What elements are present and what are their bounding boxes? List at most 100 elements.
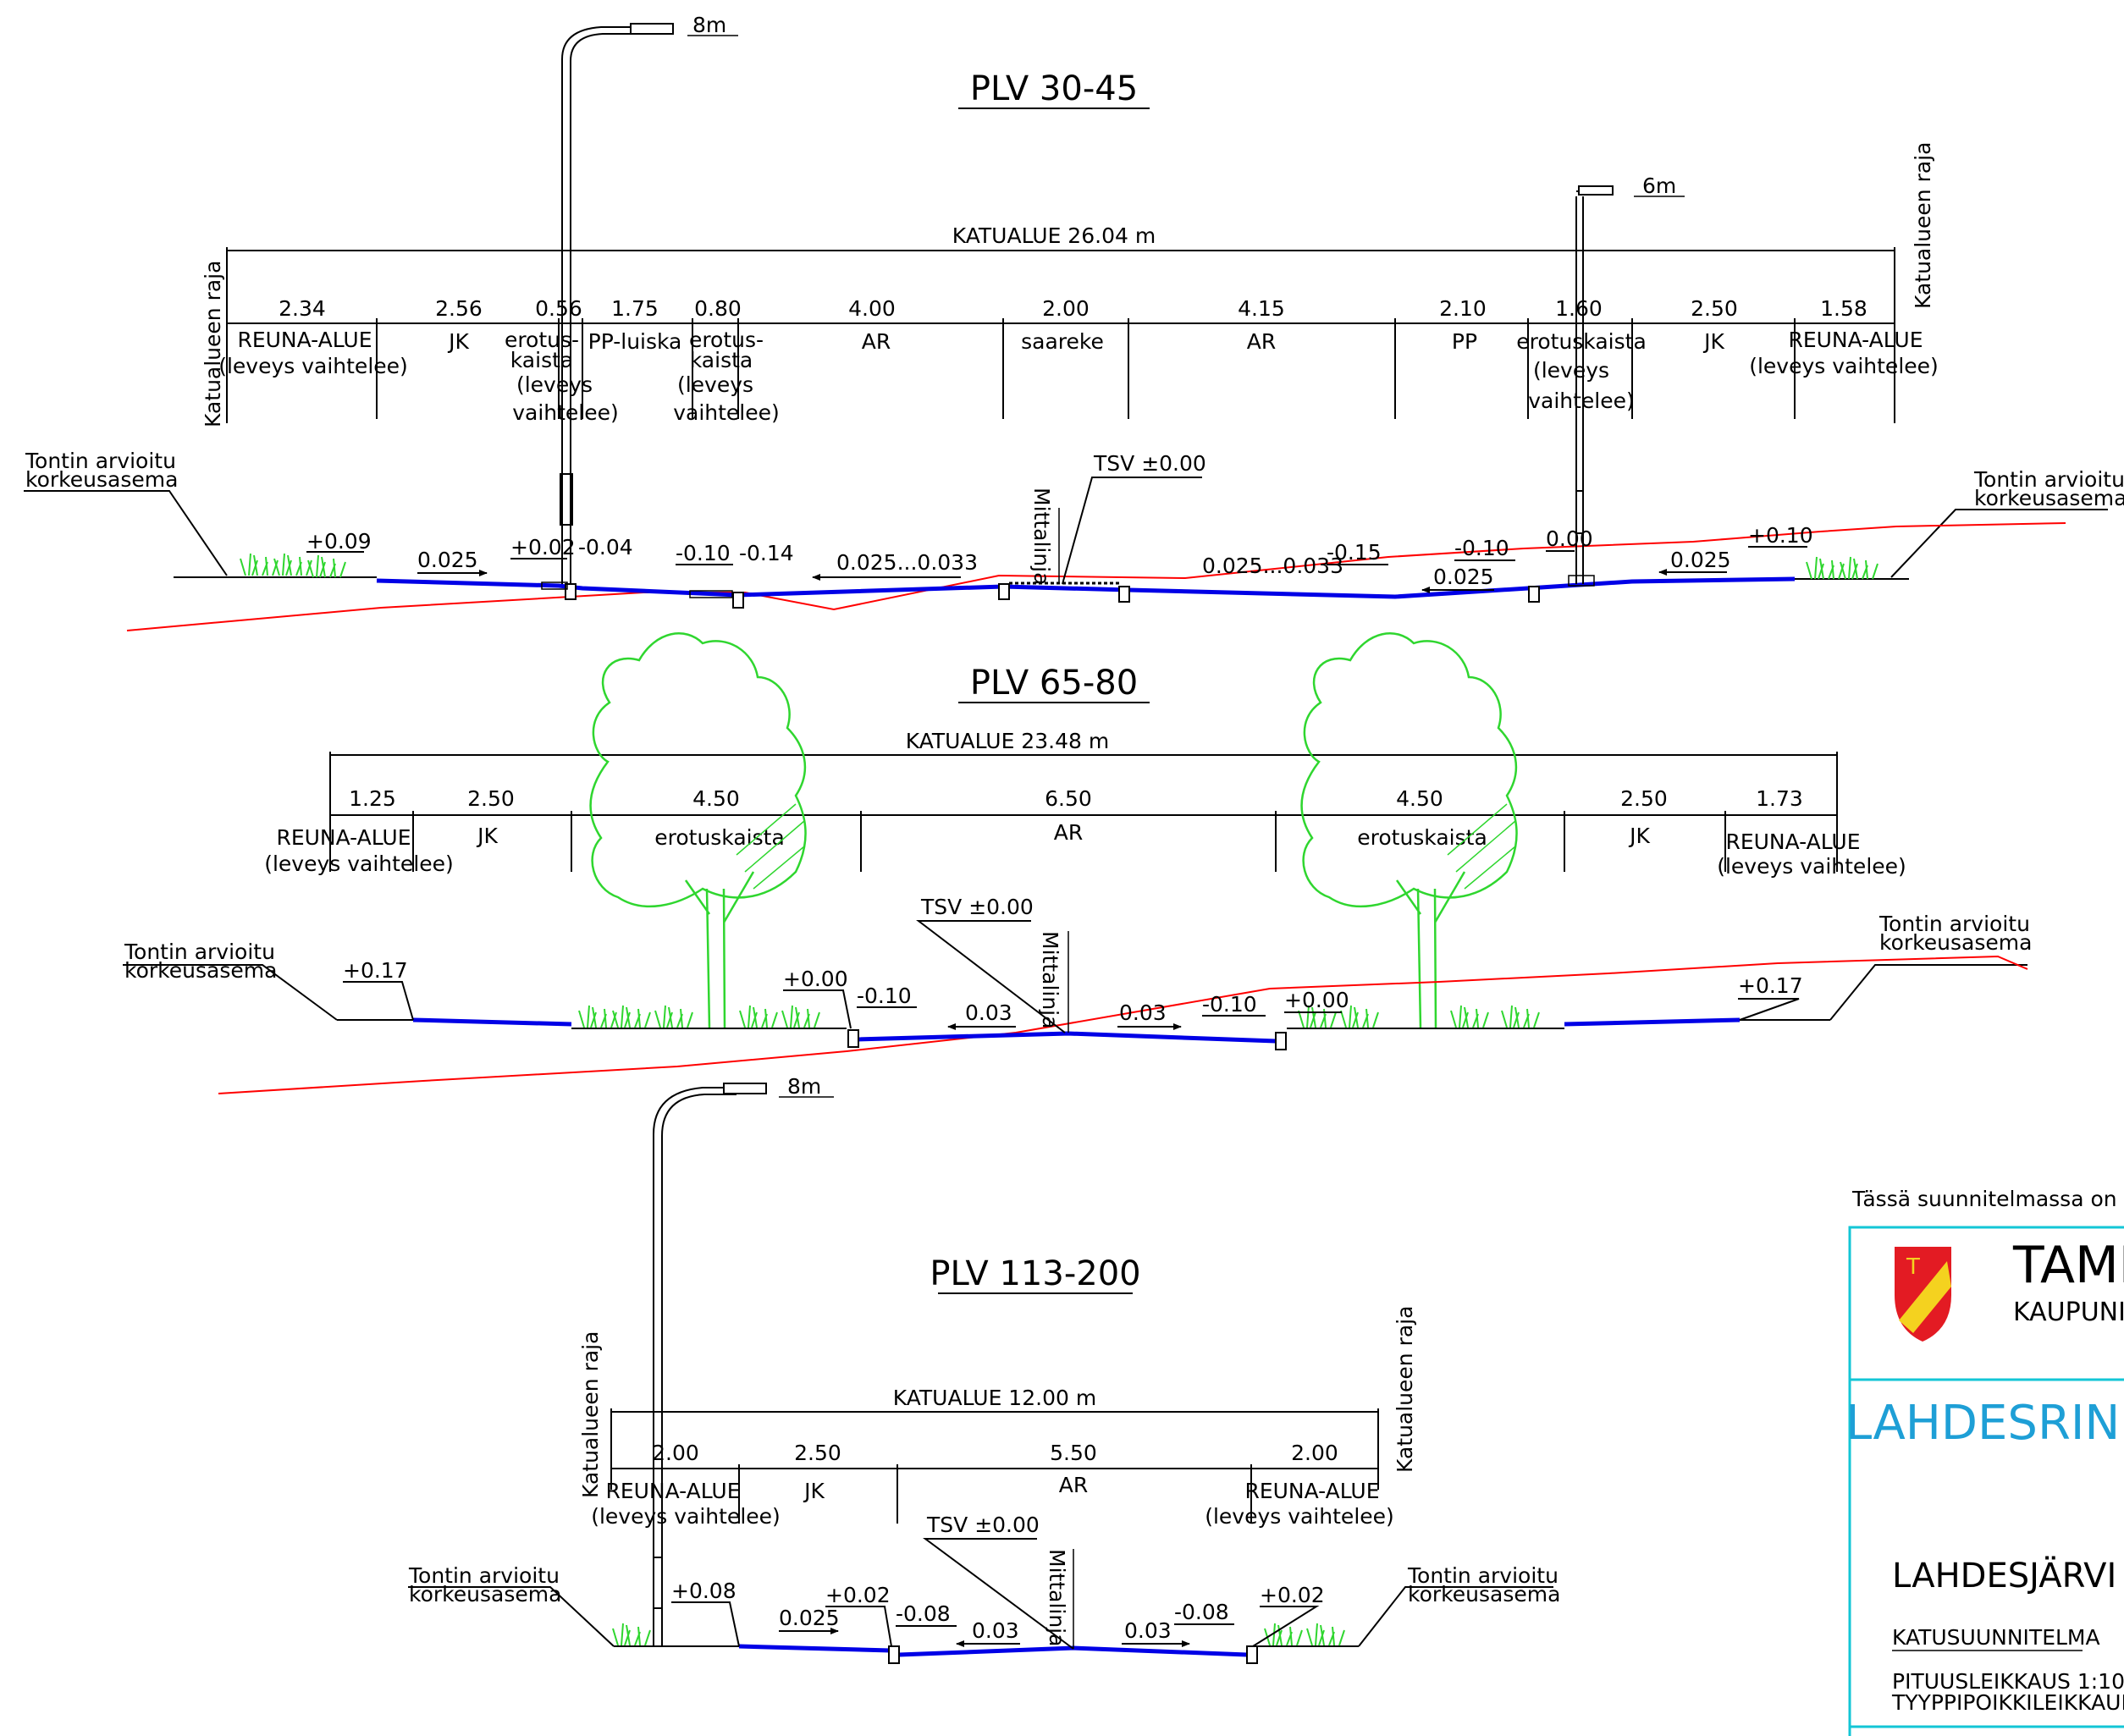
level-label: +0.17 xyxy=(1738,973,1803,998)
lane-label: REUNA-ALUE xyxy=(1725,829,1860,854)
lane-label: (leveys vaihtelee) xyxy=(1205,1504,1394,1529)
lamp-pole-8m xyxy=(653,1083,767,1646)
level-label: +0.10 xyxy=(1748,523,1813,548)
tontin-label-right: Tontin arvioitu xyxy=(1973,467,2124,492)
tontin-label-left: Tontin arvioitu xyxy=(124,940,275,964)
lane-label: vaihtelee) xyxy=(673,400,780,425)
section-plv-30-45: PLV 30-45 KATUALUE 26.04 m Katualueen ra… xyxy=(24,13,2124,631)
pole-height-label: 8m xyxy=(787,1074,821,1099)
tontin-label-right: korkeusasema xyxy=(1408,1582,1560,1606)
lane-label: REUNA-ALUE xyxy=(237,328,372,352)
section-plv-65-80: PLV 65-80 KATUALUE 23.48 m 1.25 2.50 4.5… xyxy=(123,632,2032,1094)
width-label: 2.34 xyxy=(279,296,326,321)
lane-label: REUNA-ALUE xyxy=(1244,1479,1379,1503)
width-label: 2.10 xyxy=(1439,296,1487,321)
level-label: +0.08 xyxy=(671,1579,737,1603)
width-label: 6.50 xyxy=(1045,786,1092,811)
lamp-pole-8m xyxy=(560,23,674,584)
lane-label: (leveys vaihtelee) xyxy=(1717,854,1906,879)
drawing-line-2: TYYPPIPOIKKILEIKKAUKSET xyxy=(1891,1690,2124,1715)
level-label: -0.08 xyxy=(896,1601,951,1626)
level-label: -0.10 xyxy=(676,541,731,565)
lane-label: REUNA-ALUE xyxy=(1788,328,1923,352)
title-block-note: Tässä suunnitelmassa on xyxy=(1851,1187,2117,1211)
lane-label: REUNA-ALUE xyxy=(276,825,411,850)
elevation-labels: +0.17 +0.00 -0.10 0.03 0.03 -0.10 +0.00 … xyxy=(343,958,1803,1030)
mittalinja-label: Mittalinja xyxy=(1038,931,1062,1028)
plan-type: KATUSUUNNITELMA xyxy=(1892,1625,2100,1650)
section-title: PLV 113-200 xyxy=(930,1254,1140,1293)
lane-label: (leveys vaihtelee) xyxy=(1749,354,1939,378)
width-label: 1.73 xyxy=(1756,786,1803,811)
tsv-label: TSV ±0.00 xyxy=(920,895,1034,919)
slope-label: 0.025...0.033 xyxy=(836,550,978,575)
svg-text:T: T xyxy=(1906,1254,1920,1280)
level-label: -0.14 xyxy=(739,541,794,565)
width-label: 2.00 xyxy=(1291,1441,1338,1465)
lane-label: AR xyxy=(1059,1473,1088,1497)
mittalinja-label: Mittalinja xyxy=(1045,1549,1069,1646)
drawing-line-1: PITUUSLEIKKAUS 1:1000 xyxy=(1892,1669,2124,1694)
tsv-label: TSV ±0.00 xyxy=(926,1513,1040,1537)
lane-label: AR xyxy=(1247,329,1276,354)
tontin-label-left: Tontin arvioitu xyxy=(25,449,176,473)
elevation-labels: +0.09 0.025 +0.02 -0.04 -0.10 -0.14 0.02… xyxy=(306,523,1813,593)
level-label: -0.15 xyxy=(1327,540,1382,565)
slope-label: 0.03 xyxy=(965,1000,1012,1025)
lamp-pole-6m xyxy=(1575,185,1614,584)
lane-label: (leveys vaihtelee) xyxy=(264,851,454,876)
level-label: 0.00 xyxy=(1546,526,1593,551)
width-label: 2.00 xyxy=(652,1441,699,1465)
department-name: KAUPUNI xyxy=(2013,1298,2124,1327)
lane-label: vaihtelee) xyxy=(1528,389,1635,413)
width-label: 0.56 xyxy=(535,296,582,321)
area-name: LAHDESJÄRVI xyxy=(1892,1555,2116,1595)
slope-label: 0.03 xyxy=(1124,1618,1172,1643)
section-title: PLV 65-80 xyxy=(970,664,1138,703)
width-label: 5.50 xyxy=(1050,1441,1097,1465)
lane-label: (leveys vaihtelee) xyxy=(218,354,408,378)
katualue-raja-left: Katualueen raja xyxy=(201,261,225,427)
width-label: 2.50 xyxy=(794,1441,841,1465)
lane-label: JK xyxy=(803,1479,825,1503)
katualue-raja-right: Katualueen raja xyxy=(1911,142,1935,309)
tampere-coat-of-arms-icon: T xyxy=(1895,1247,1951,1342)
level-label: +0.02 xyxy=(1260,1583,1325,1607)
lane-label: JK xyxy=(476,824,498,848)
lane-widths: 2.34 2.56 0.56 1.75 0.80 4.00 2.00 4.15 … xyxy=(279,296,1867,321)
level-label: -0.10 xyxy=(1454,536,1509,560)
width-label: 2.50 xyxy=(467,786,515,811)
katualue-raja-left: Katualueen raja xyxy=(578,1331,603,1498)
mittalinja-label: Mittalinja xyxy=(1029,488,1054,585)
width-label: 4.50 xyxy=(692,786,740,811)
road-surface xyxy=(376,576,1796,599)
lane-label: AR xyxy=(862,329,891,354)
lane-label: erotus- xyxy=(689,328,764,352)
slope-label: 0.025 xyxy=(1433,565,1494,589)
width-label: 4.00 xyxy=(848,296,896,321)
lane-label: kaista xyxy=(510,348,573,372)
katualue-label: KATUALUE 12.00 m xyxy=(893,1386,1096,1410)
slope-label: 0.025...0.033 xyxy=(1202,554,1343,578)
road-surface xyxy=(738,1644,1248,1657)
katualue-raja-right: Katualueen raja xyxy=(1393,1306,1417,1473)
width-label: 2.50 xyxy=(1691,296,1738,321)
lane-label: vaihtelee) xyxy=(512,400,619,425)
level-label: -0.10 xyxy=(857,984,912,1008)
width-label: 2.50 xyxy=(1620,786,1668,811)
tontin-label-right: Tontin arvioitu xyxy=(1878,912,2030,936)
level-label: -0.10 xyxy=(1202,992,1257,1017)
lane-label: JK xyxy=(1702,329,1724,354)
slope-label: 0.03 xyxy=(1119,1000,1167,1025)
terrain-line xyxy=(218,955,2028,1094)
project-name: LAHDESRINNE xyxy=(1845,1396,2124,1451)
lane-label: PP xyxy=(1452,329,1477,354)
tree-left xyxy=(589,632,807,1029)
level-label: +0.00 xyxy=(783,967,848,991)
width-label: 2.00 xyxy=(1042,296,1090,321)
lane-label: PP-luiska xyxy=(588,329,682,354)
tree-right xyxy=(1300,632,1518,1029)
elevation-labels: +0.08 0.025 +0.02 -0.08 0.03 0.03 -0.08 … xyxy=(671,1579,1325,1647)
level-label: +0.02 xyxy=(510,535,576,559)
